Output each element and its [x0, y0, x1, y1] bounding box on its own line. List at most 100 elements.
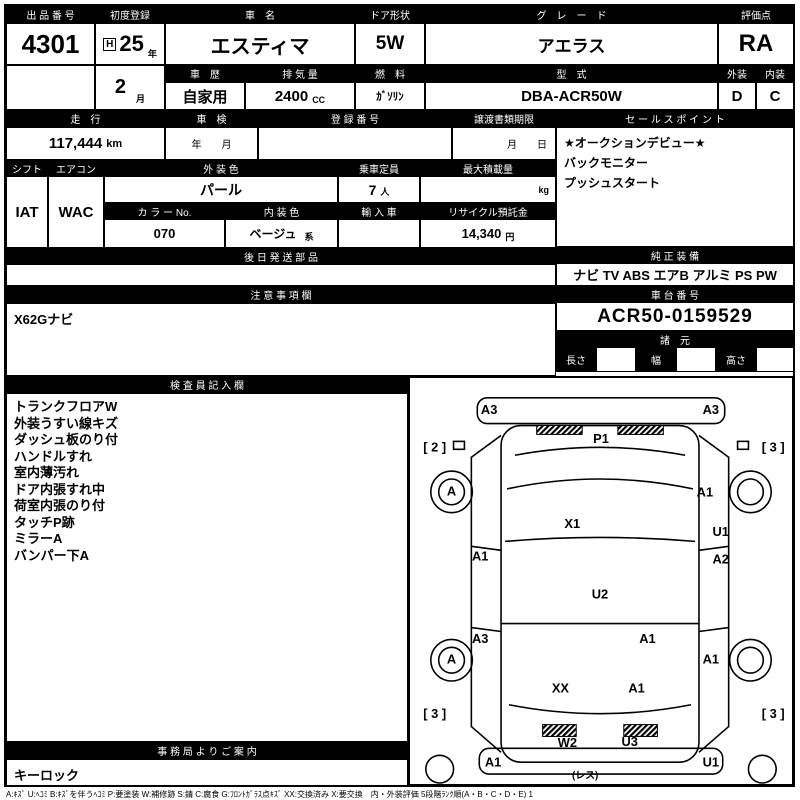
inspector-line: ドア内張すれ中 — [14, 481, 106, 497]
length-header: 長さ — [556, 347, 596, 372]
ac-value: WAC — [48, 176, 104, 248]
damage-mark: A — [447, 652, 456, 667]
chassis-header: 車 台 番 号 — [556, 286, 794, 302]
rear-right-wheel — [728, 638, 773, 682]
front-bumper — [476, 397, 726, 425]
front-left-wheel-inner — [437, 478, 466, 506]
lot-number-value: 4301 — [6, 23, 95, 65]
history-value: 自家用 — [165, 82, 245, 110]
rear-right-wheel-inner — [736, 646, 765, 674]
sheet-frame — [4, 4, 795, 787]
car-name-value: エスティマ — [165, 23, 355, 65]
displacement-number: 2400 — [274, 87, 309, 105]
displacement-value: 2400 CC — [245, 82, 355, 110]
damage-mark: A — [447, 483, 456, 498]
damage-mark: U1 — [713, 524, 729, 539]
damage-mark: A1 — [472, 549, 488, 564]
capacity-header: 乗車定員 — [338, 160, 420, 176]
office-value: キーロック — [6, 759, 408, 786]
damage-mark: A1 — [628, 680, 644, 695]
era-letter: H — [103, 37, 117, 51]
damage-mark: A1 — [639, 631, 655, 646]
height-header: 高さ — [716, 347, 756, 372]
year-unit: 年 — [147, 49, 157, 59]
import-value — [338, 219, 420, 248]
damage-mark: (レス) — [572, 770, 598, 782]
inspector-box: トランクフロアW 外装うすい線キズ ダッシュ板のり付 ハンドルすれ 室内薄汚れ … — [6, 393, 408, 742]
windshield-base-line — [506, 478, 694, 490]
width-header: 幅 — [636, 347, 676, 372]
damage-mark: [ 3 ] — [423, 706, 446, 721]
rear-window-line — [508, 704, 692, 715]
equipment-value: ナビ TV ABS エアB アルミ PS PW — [556, 263, 794, 286]
sales-point-box: ★オークションデビュー★ バックモニター プッシュスタート — [556, 127, 794, 247]
spare-left-circle — [425, 754, 455, 784]
tail-light-right — [623, 724, 658, 737]
recycle-unit: 円 — [505, 232, 515, 242]
mileage-number: 117,444 — [48, 135, 103, 152]
inspector-header: 検 査 員 記 入 欄 — [6, 376, 408, 393]
damage-mark: P1 — [593, 431, 609, 446]
interior-color-suffix: 系 — [304, 232, 314, 242]
inspector-line: 荷室内張のり付 — [14, 498, 106, 513]
first-registration-header: 初度登録 — [95, 6, 165, 23]
damage-mark: A1 — [697, 484, 713, 499]
equipment-header: 純 正 装 備 — [556, 247, 794, 263]
exterior-grade-value: D — [718, 82, 756, 110]
left-door-line — [471, 545, 502, 552]
first-registration-year: H 25 年 — [95, 23, 165, 65]
interior-color-name: ベージュ — [249, 227, 297, 241]
inspector-line: トランクフロアW — [14, 399, 118, 414]
sales-point-line: ★オークションデビュー★ — [564, 136, 706, 150]
damage-mark: X1 — [564, 516, 580, 531]
color-no-header: カ ラ ー No. — [104, 203, 225, 219]
later-parts-header: 後 日 発 送 部 品 — [6, 248, 556, 264]
mileage-header: 走 行 — [6, 110, 165, 127]
front-right-wheel — [728, 470, 773, 514]
car-name-header: 車 名 — [165, 6, 355, 23]
recycle-deposit-header: リサイクル預託金 — [420, 203, 556, 219]
later-parts-value — [6, 264, 556, 286]
interior-color-value: ベージュ 系 — [225, 219, 338, 248]
front-light-right — [617, 425, 664, 435]
displacement-unit: CC — [312, 95, 326, 105]
ac-header: エアコン — [48, 160, 104, 176]
damage-mark: U3 — [621, 734, 637, 749]
interior-grade-header: 内装 — [756, 65, 794, 82]
mileage-unit: km — [106, 137, 123, 150]
recycle-deposit-value: 14,340 円 — [420, 219, 556, 248]
rear-left-wheel — [429, 638, 474, 682]
inspector-line: ダッシュ板のり付 — [14, 432, 119, 447]
office-header: 事 務 局 よ り ご 案 内 — [6, 742, 408, 759]
width-value — [676, 347, 716, 372]
notes-value: X62Gナビ — [6, 303, 556, 376]
inspector-line: 外装うすい線キズ — [14, 415, 119, 431]
shift-header: シフト — [6, 160, 48, 176]
lot-sub-blank — [6, 65, 95, 110]
displacement-header: 排 気 量 — [245, 65, 355, 82]
left-side-panel — [470, 434, 502, 753]
sales-point-header: セ ー ル ス ポ イ ン ト — [556, 110, 794, 127]
exterior-color-header: 外 装 色 — [104, 160, 338, 176]
right-side-panel — [698, 434, 730, 753]
month-unit: 月 — [136, 94, 146, 104]
rear-left-wheel-inner — [437, 646, 466, 674]
left-mirror — [452, 440, 466, 451]
damage-mark: A2 — [713, 552, 729, 567]
capacity-unit: 人 — [380, 187, 390, 197]
interior-color-header: 内 装 色 — [225, 203, 338, 219]
fuel-value: ｶﾞｿﾘﾝ — [355, 82, 425, 110]
damage-mark: W2 — [558, 735, 577, 750]
first-registration-month: 2 月 — [95, 65, 165, 110]
damage-mark: U2 — [592, 586, 608, 601]
left-door-line-2 — [471, 626, 502, 633]
windshield-top-line — [514, 446, 686, 457]
front-right-wheel-inner — [736, 478, 765, 506]
score-header: 評価点 — [718, 6, 794, 23]
sales-point-line: プッシュスタート — [564, 176, 661, 190]
exterior-grade-header: 外装 — [718, 65, 756, 82]
inspector-line: タッチP跡 — [14, 514, 75, 530]
history-header: 車 歴 — [165, 65, 245, 82]
payload-value: kg — [420, 176, 556, 203]
